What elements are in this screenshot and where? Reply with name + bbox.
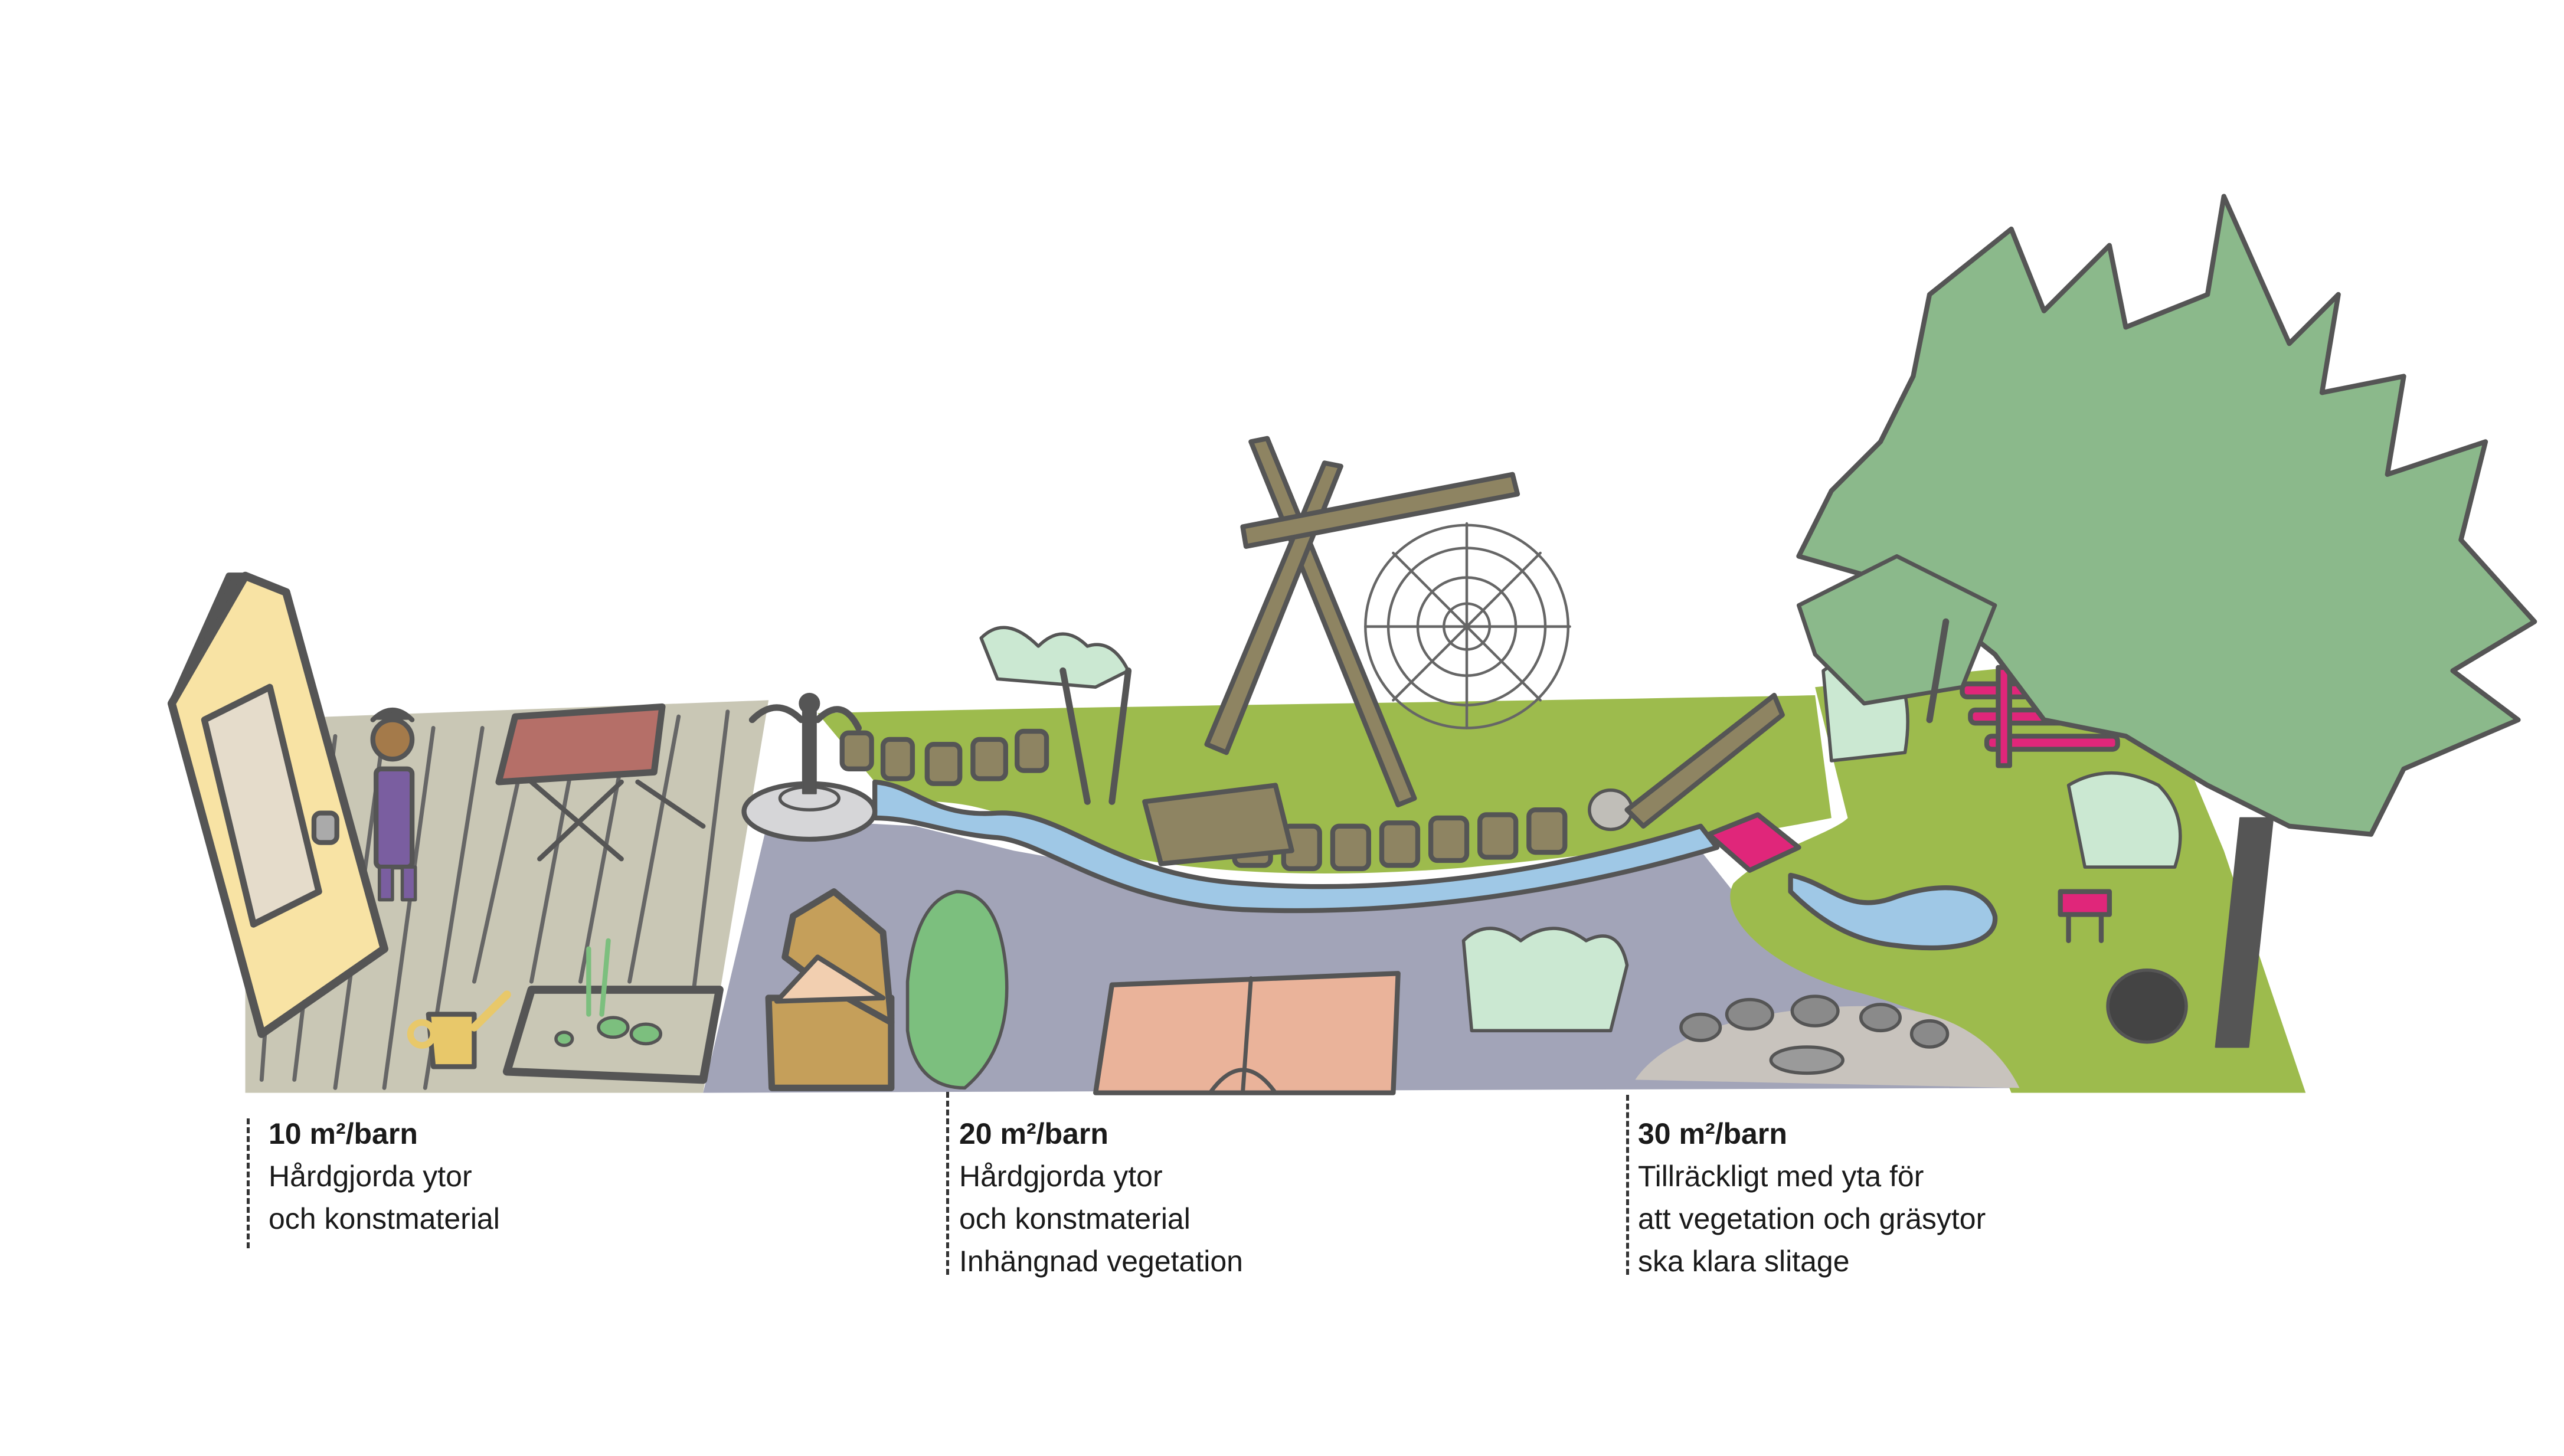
zone-description-line: att vegetation och gräsytor <box>1638 1202 1986 1235</box>
zone-label-20: 20 m²/barn Hårdgjorda ytor och konstmate… <box>959 1113 1243 1282</box>
zone-description-line: Hårdgjorda ytor <box>959 1160 1163 1193</box>
door-icon <box>167 571 388 1038</box>
spider-web-net <box>1364 522 1571 729</box>
raised-garden-bed <box>502 938 724 1084</box>
zone-description-line: Inhängnad vegetation <box>959 1245 1243 1278</box>
zone-description-line: Hårdgjorda ytor <box>269 1160 472 1193</box>
zone-title: 30 m²/barn <box>1638 1117 1787 1150</box>
stool <box>2058 889 2112 944</box>
zone-divider-10 <box>247 1118 250 1248</box>
sport-court <box>1093 971 1401 1095</box>
pond <box>1788 872 1998 951</box>
grass-middle <box>817 695 1832 873</box>
log-climbing-frame <box>1142 436 1520 866</box>
zone-label-30: 30 m²/barn Tillräckligt med yta för att … <box>1638 1113 1986 1282</box>
zone-title: 10 m²/barn <box>269 1117 418 1150</box>
watering-can <box>407 990 511 1069</box>
treasure-chest <box>765 888 895 1091</box>
zone-divider-30 <box>1626 1095 1629 1275</box>
zone-description-line: och konstmaterial <box>269 1202 500 1235</box>
zone-title: 20 m²/barn <box>959 1117 1108 1150</box>
large-tree <box>1796 194 2537 1048</box>
fountain-statue <box>741 692 878 842</box>
folding-table <box>495 703 706 862</box>
boulders <box>1588 788 2188 1075</box>
zone-label-10: 10 m²/barn Hårdgjorda ytor och konstmate… <box>269 1113 500 1240</box>
footbridge <box>1706 812 1801 873</box>
child-figure <box>370 707 417 902</box>
zone-divider-20 <box>946 1092 949 1275</box>
zone-description-line: och konstmaterial <box>959 1202 1191 1235</box>
zone-description-line: ska klara slitage <box>1638 1245 1850 1278</box>
zone-description-line: Tillräckligt med yta för <box>1638 1160 1924 1193</box>
